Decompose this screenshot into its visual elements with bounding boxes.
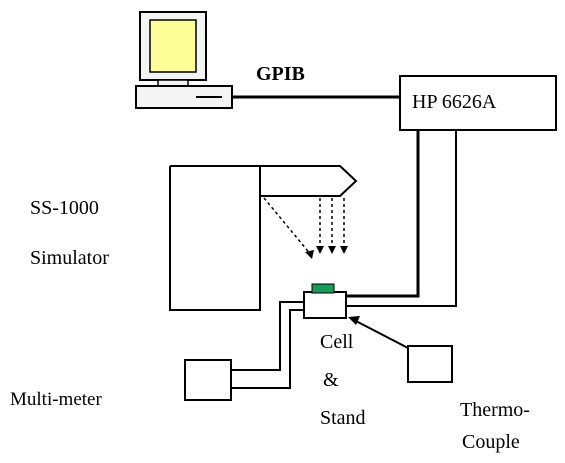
multimeter-box (184, 359, 232, 401)
light-ray-arrowheads (305, 246, 348, 259)
simulator-model-label: SS-1000 (30, 197, 99, 219)
light-rays (263, 197, 345, 257)
supply-cable-inner (346, 130, 420, 298)
simulator-name-label: Simulator (30, 247, 109, 269)
cell-stand-box (303, 291, 347, 319)
thermocouple-box (407, 345, 453, 383)
gpib-label: GPIB (256, 63, 305, 85)
multimeter-label: Multi-meter (10, 389, 102, 410)
cell-label-line1: Cell (320, 331, 354, 353)
thermocouple-label-line2: Couple (462, 431, 520, 453)
cell-label-line3: Stand (320, 407, 366, 429)
cell-label-line2: & (323, 369, 339, 391)
thermocouple-label-line1: Thermo- (460, 399, 530, 421)
power-supply-label: HP 6626A (412, 91, 497, 113)
thermocouple-probe (353, 319, 409, 349)
supply-cable-outer (346, 130, 457, 307)
cell-top (311, 283, 335, 294)
power-supply-box (399, 75, 557, 131)
multimeter-wire-bottom (231, 309, 304, 389)
simulator-housing (169, 165, 358, 311)
thermocouple-arrowhead (348, 316, 360, 325)
computer-icon (135, 11, 233, 109)
multimeter-wire-top (231, 301, 304, 371)
